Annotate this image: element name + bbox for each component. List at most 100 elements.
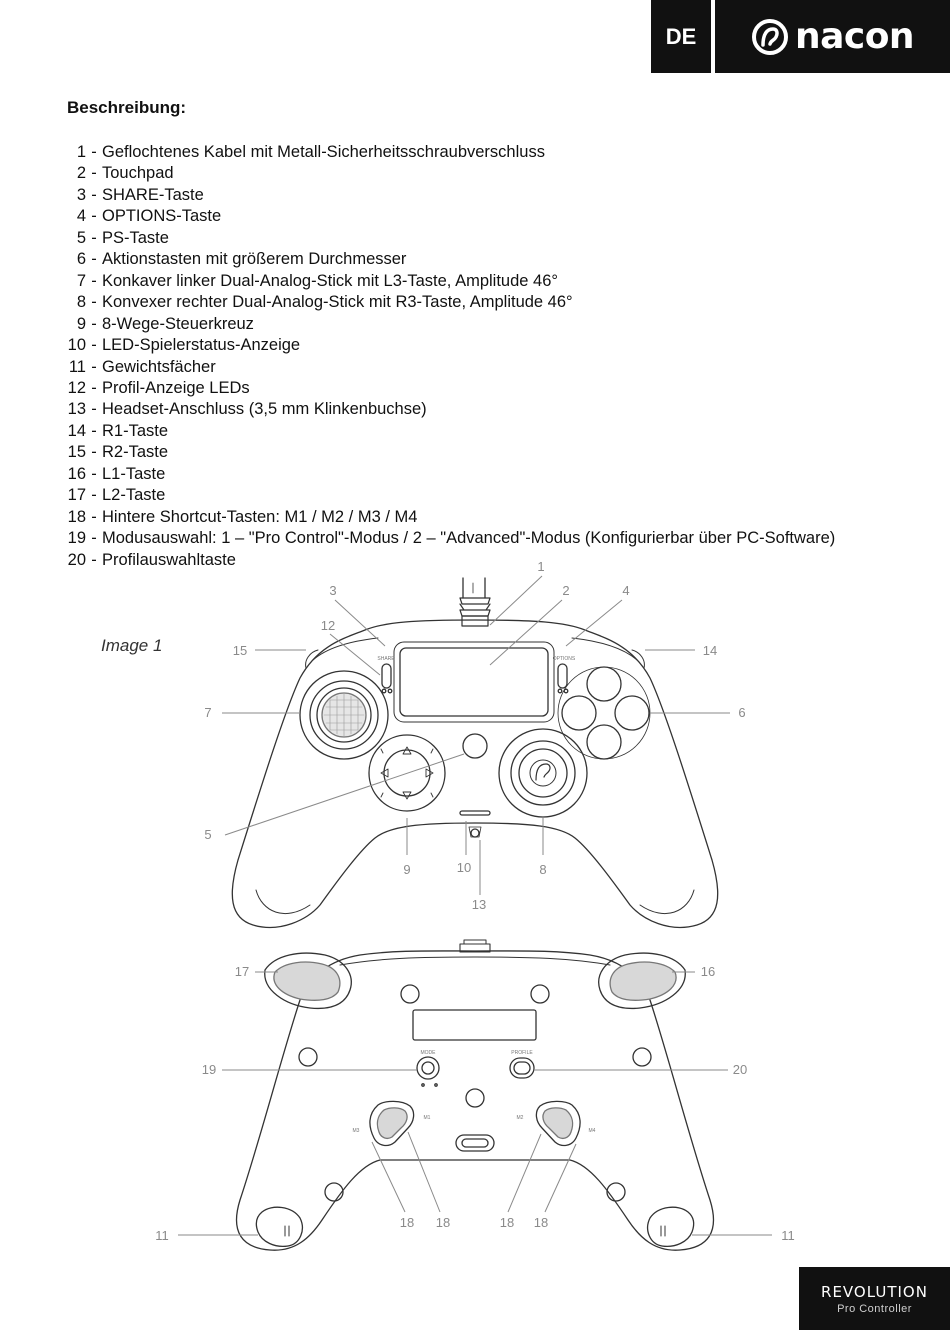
product-name: REVOLUTION — [821, 1282, 928, 1301]
list-item: 6-Aktionstasten mit größerem Durchmesser — [60, 249, 835, 270]
list-item: 11-Gewichtsfächer — [60, 357, 835, 378]
callout-19: 19 — [202, 1062, 216, 1077]
bottom-slot — [455, 1134, 495, 1152]
list-item: 20-Profilauswahltaste — [60, 550, 835, 571]
nacon-logo-icon — [751, 18, 788, 55]
callout-20: 20 — [733, 1062, 747, 1077]
back-panel — [412, 1009, 537, 1041]
touchpad — [399, 647, 549, 717]
list-item-number: 9 — [76, 314, 86, 333]
list-item-number: 3 — [76, 185, 86, 204]
list-item-separator: - — [91, 464, 97, 483]
list-item-number: 17 — [67, 486, 86, 505]
product-badge: REVOLUTION Pro Controller — [799, 1267, 950, 1330]
list-item-separator: - — [91, 228, 97, 247]
list-item-text: LED-Spielerstatus-Anzeige — [102, 336, 301, 355]
list-item: 15-R2-Taste — [60, 442, 835, 463]
brand-name: nacon — [794, 16, 915, 57]
left-stick — [299, 670, 389, 760]
list-item-number: 15 — [67, 443, 86, 462]
list-item-number: 7 — [76, 271, 86, 290]
d-pad — [368, 734, 446, 812]
list-item-separator: - — [91, 293, 97, 312]
list-item: 8-Konvexer rechter Dual-Analog-Stick mit… — [60, 292, 835, 313]
list-item: 14-R1-Taste — [60, 421, 835, 442]
list-item-number: 11 — [68, 357, 86, 376]
list-item-number: 6 — [76, 250, 86, 269]
list-item: 9-8-Wege-Steuerkreuz — [60, 314, 835, 335]
list-item: 16-L1-Taste — [60, 464, 835, 485]
list-item-number: 13 — [67, 400, 86, 419]
list-item-separator: - — [91, 486, 97, 505]
callout-16: 16 — [701, 964, 715, 979]
list-item-text: SHARE-Taste — [102, 185, 204, 204]
options-button — [557, 663, 568, 689]
list-item-number: 14 — [67, 421, 86, 440]
callout-2: 2 — [562, 583, 569, 598]
list-item: 4-OPTIONS-Taste — [60, 206, 835, 227]
callout-3: 3 — [329, 583, 336, 598]
m3-label: M3 — [353, 1128, 360, 1134]
callout-9: 9 — [403, 862, 410, 877]
description-title: Beschreibung: — [67, 98, 187, 117]
list-item-number: 12 — [67, 378, 86, 397]
list-item-separator: - — [91, 550, 97, 569]
list-item-text: Touchpad — [102, 164, 174, 183]
callout-6: 6 — [738, 705, 745, 720]
button-labels: SHARE OPTIONS MODE PROFILE M3 M1 M2 M4 — [353, 656, 596, 1134]
list-item-text: Profilauswahltaste — [102, 550, 236, 569]
right-stick — [498, 728, 588, 818]
callout-18-c: 18 — [500, 1215, 514, 1230]
list-item: 12-Profil-Anzeige LEDs — [60, 378, 835, 399]
led-player-bar — [459, 810, 491, 816]
product-subtitle: Pro Controller — [837, 1302, 912, 1315]
profile-label: PROFILE — [511, 1050, 533, 1056]
list-item-number: 10 — [67, 336, 86, 355]
list-item-separator: - — [91, 207, 97, 226]
share-label: SHARE — [377, 656, 395, 662]
list-item-text: Geflochtenes Kabel mit Metall-Sicherheit… — [102, 143, 545, 161]
right-trigger-l1 — [598, 952, 686, 1010]
list-item: 13-Headset-Anschluss (3,5 mm Klinkenbuch… — [60, 399, 835, 420]
callout-numbers: 1 2 3 4 12 15 14 7 6 5 9 10 8 13 17 16 1… — [155, 559, 795, 1243]
callout-12: 12 — [321, 618, 335, 633]
list-item-text: Hintere Shortcut-Tasten: M1 / M2 / M3 / … — [102, 507, 418, 526]
list-item-text: Konkaver linker Dual-Analog-Stick mit L3… — [102, 271, 558, 290]
back-paddles-right — [535, 1100, 581, 1147]
profile-button — [509, 1057, 535, 1079]
weight-compartment-right — [647, 1206, 695, 1248]
weight-compartment-left — [255, 1206, 303, 1248]
callout-18-b: 18 — [436, 1215, 450, 1230]
list-item-number: 5 — [76, 228, 86, 247]
mode-label: MODE — [421, 1050, 437, 1056]
feature-list: 1-Geflochtenes Kabel mit Metall-Sicherhe… — [60, 142, 836, 571]
list-item-text: Gewichtsfächer — [102, 357, 216, 376]
callout-10: 10 — [457, 860, 471, 875]
controller-front-view — [231, 577, 719, 929]
m4-label: M4 — [589, 1128, 596, 1134]
list-item-number: 18 — [67, 507, 86, 526]
list-item-separator: - — [91, 357, 97, 376]
callout-11-left: 11 — [155, 1228, 169, 1243]
list-item: 17-L2-Taste — [60, 485, 835, 506]
controller-front-body — [231, 619, 719, 929]
list-item-separator: - — [91, 443, 97, 462]
callout-15: 15 — [233, 643, 247, 658]
brand-header: nacon — [715, 0, 950, 73]
callout-14: 14 — [703, 643, 717, 658]
list-item-separator: - — [91, 143, 97, 161]
callout-4: 4 — [622, 583, 629, 598]
back-paddles-left — [369, 1100, 415, 1147]
m2-label: M2 — [517, 1115, 524, 1121]
list-item: 2-Touchpad — [60, 163, 835, 184]
list-item-text: OPTIONS-Taste — [102, 207, 222, 226]
options-label: OPTIONS — [553, 656, 576, 662]
list-item: 18-Hintere Shortcut-Tasten: M1 / M2 / M3… — [60, 507, 835, 528]
headset-jack — [470, 828, 480, 838]
list-item-number: 20 — [67, 550, 86, 569]
list-item-separator: - — [91, 185, 97, 204]
list-item-number: 4 — [76, 207, 86, 226]
list-item-text: Aktionstasten mit größerem Durchmesser — [102, 250, 407, 269]
list-item-text: Headset-Anschluss (3,5 mm Klinkenbuchse) — [102, 400, 427, 419]
callout-8: 8 — [539, 862, 546, 877]
